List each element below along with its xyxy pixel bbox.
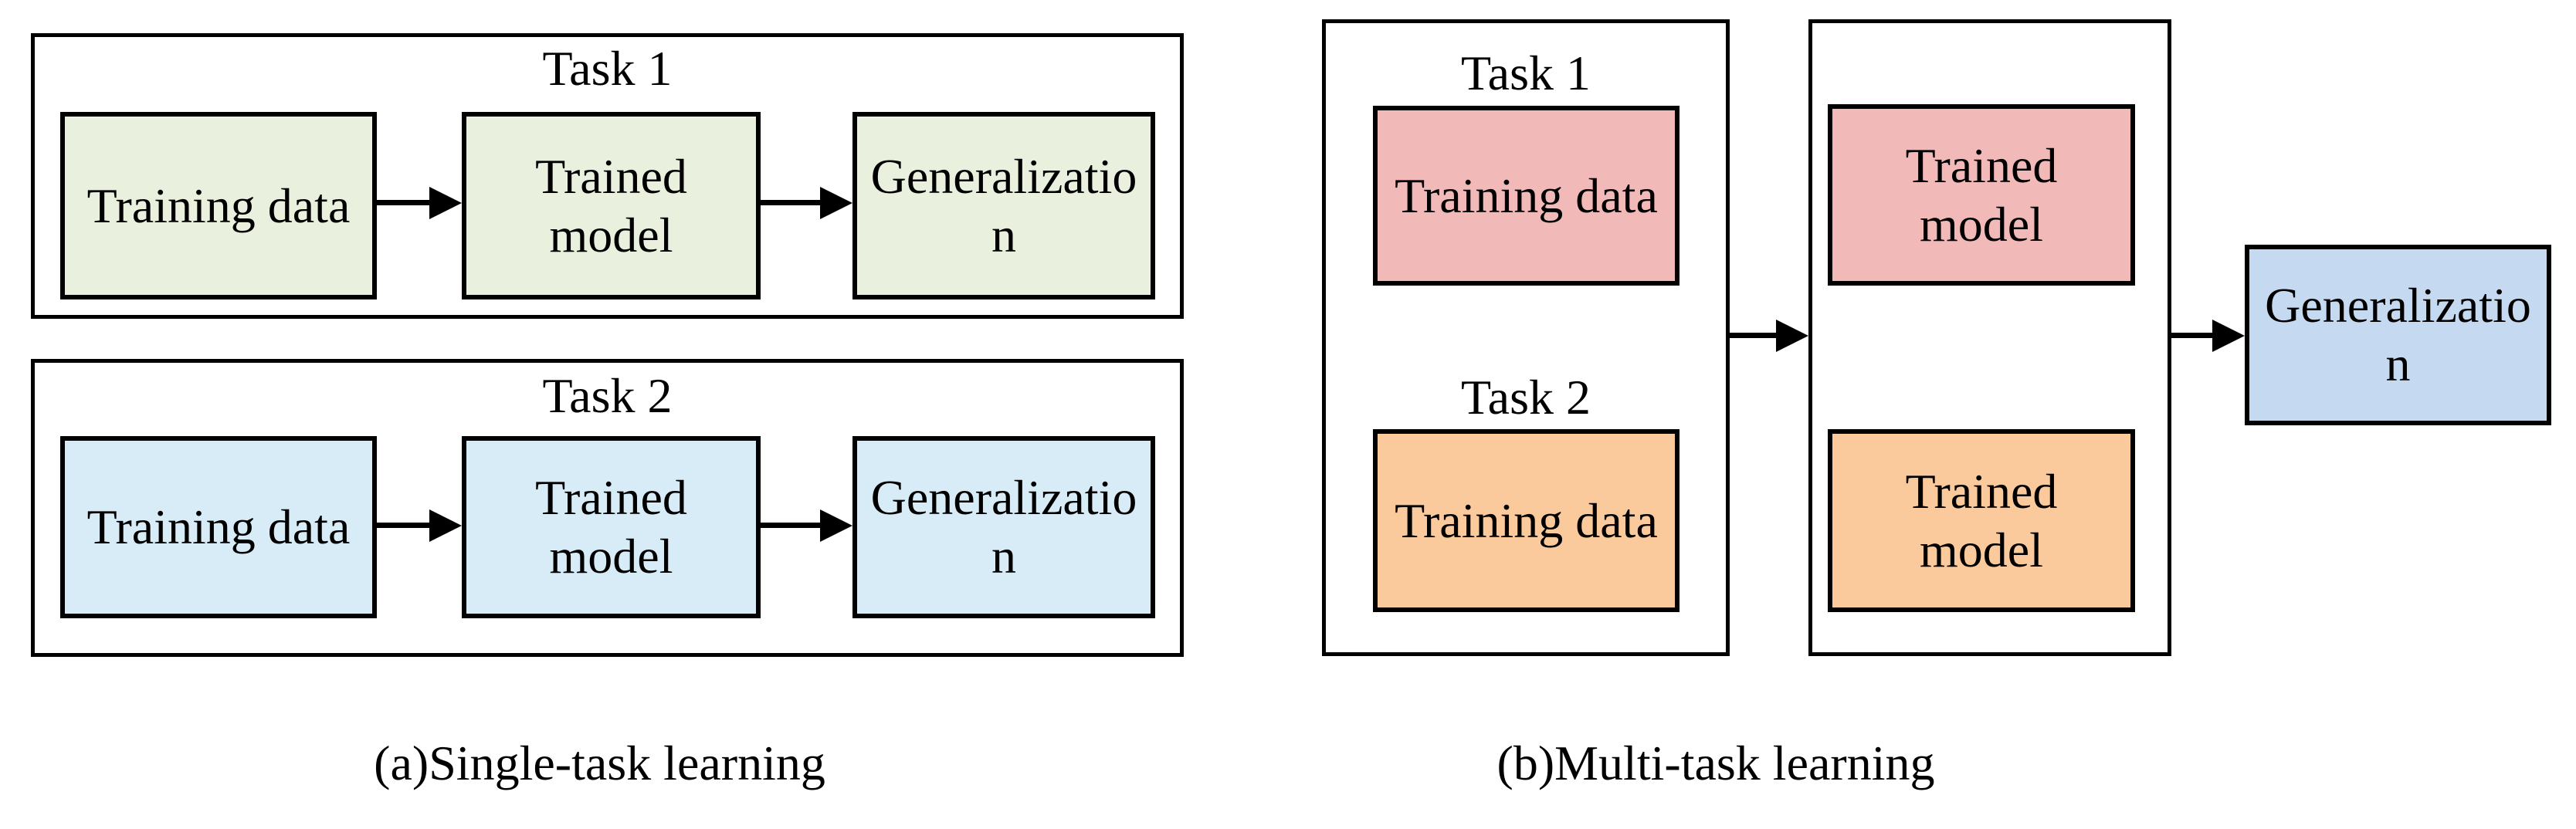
multi-generalization-box: Generalizatio n — [2245, 245, 2551, 425]
multi-task2-trained-model-box: Trained model — [1828, 429, 2135, 612]
flow-arrow-head-icon — [2212, 320, 2245, 352]
single-task1-trained-model-box: Trained model — [462, 112, 761, 299]
multi-task2-label: Task 2 — [1461, 370, 1591, 425]
flow-arrow-head-icon — [820, 187, 852, 219]
flow-arrow-line — [761, 200, 823, 205]
single-task2-training-data-box: Training data — [60, 436, 377, 618]
flow-arrow-line — [377, 523, 432, 528]
multi-task1-label: Task 1 — [1461, 46, 1591, 100]
flow-arrow-head-icon — [820, 509, 852, 542]
single-task1-title: Task 1 — [542, 41, 673, 96]
multi-task1-trained-model-box: Trained model — [1828, 104, 2135, 286]
flow-arrow-line — [2171, 333, 2215, 338]
caption-single-task: (a)Single-task learning — [374, 736, 825, 790]
flow-arrow-head-icon — [429, 509, 462, 542]
flow-arrow-line — [1730, 333, 1779, 338]
caption-multi-task: (b)Multi-task learning — [1496, 736, 1935, 790]
single-task2-trained-model-box: Trained model — [462, 436, 761, 618]
single-task1-training-data-box: Training data — [60, 112, 377, 299]
multi-task1-training-data-box: Training data — [1373, 106, 1679, 286]
flow-arrow-line — [377, 200, 432, 205]
single-task2-title: Task 2 — [542, 368, 673, 423]
flow-arrow-head-icon — [429, 187, 462, 219]
flow-arrow-head-icon — [1776, 320, 1808, 352]
flow-arrow-line — [761, 523, 823, 528]
single-task1-generalization-box: Generalizatio n — [852, 112, 1155, 299]
multi-task2-training-data-box: Training data — [1373, 429, 1679, 612]
single-task2-generalization-box: Generalizatio n — [852, 436, 1155, 618]
